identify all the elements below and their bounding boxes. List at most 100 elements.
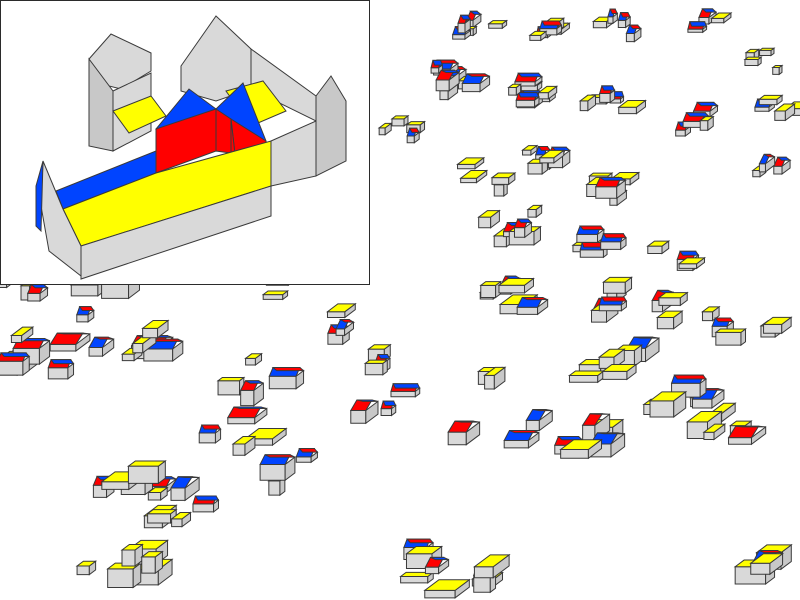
building-wall (147, 492, 162, 501)
building-wall (625, 15, 631, 29)
gable-roof (408, 127, 421, 133)
building-wall (609, 89, 616, 104)
gable-roof (601, 85, 616, 91)
gable-roof (597, 432, 625, 435)
gable-roof (356, 399, 379, 402)
gable-roof (382, 400, 397, 406)
gable-roof (609, 8, 619, 15)
gable-roof (689, 21, 708, 27)
building-wall (457, 22, 466, 34)
flat-roof (75, 560, 98, 567)
flat-roof (698, 116, 715, 122)
flat-roof (655, 310, 684, 318)
building-wall (171, 518, 183, 528)
flat-roof (363, 359, 389, 364)
flat-roof (762, 316, 793, 325)
building-wall (75, 332, 91, 353)
flat-roof (507, 83, 523, 88)
building-wall (268, 375, 297, 390)
building-wall (522, 149, 532, 156)
building-wall (142, 327, 159, 339)
flat-roof (244, 353, 264, 359)
building-wall (380, 408, 393, 417)
building-wall (772, 67, 780, 75)
gable-roof (701, 8, 718, 13)
building-wall (699, 377, 707, 399)
gable-roof (619, 12, 632, 18)
building-wall (527, 431, 540, 449)
flat-roof (526, 204, 544, 210)
building-wall (649, 400, 675, 418)
gable-roof (194, 495, 220, 501)
gable-roof (695, 101, 719, 107)
flat-roof (405, 121, 427, 126)
building-wall (781, 159, 791, 176)
building-wall (568, 374, 599, 383)
building-wall (617, 19, 627, 28)
gable-roof (517, 72, 544, 78)
building-wall (620, 95, 625, 104)
building-wall (38, 339, 51, 366)
flat-roof (390, 115, 410, 120)
flat-roof (490, 172, 517, 179)
building-wall (478, 216, 492, 229)
flat-roof (710, 12, 733, 19)
flat-roof (714, 328, 748, 333)
flat-roof (9, 326, 35, 337)
flat-roof (587, 172, 614, 177)
building-wall (232, 443, 246, 456)
flat-roof (404, 546, 444, 555)
building-wall (616, 179, 626, 200)
building-wall (702, 25, 708, 34)
gable-roof (264, 454, 296, 458)
gable-roof (338, 319, 356, 323)
building-wall (49, 343, 77, 352)
building-wall (473, 566, 494, 579)
gable-roof (377, 354, 391, 359)
building-wall (484, 374, 495, 390)
building-wall (699, 120, 709, 131)
building-wall (424, 589, 456, 599)
single-building-detail (35, 15, 347, 280)
flat-roof (146, 487, 169, 494)
building-wall (701, 311, 714, 322)
building-wall (461, 83, 481, 93)
flat-roof (141, 320, 170, 329)
gable-roof (405, 538, 435, 544)
building-wall (227, 417, 256, 425)
building-wall (534, 95, 540, 108)
building-wall (508, 86, 517, 96)
building-wall (472, 13, 482, 29)
building-wall (335, 328, 346, 336)
building-wall (607, 16, 614, 24)
building-wall (774, 110, 786, 121)
building-wall (268, 480, 281, 496)
building-wall (295, 369, 305, 390)
building-wall (121, 353, 135, 362)
building-wall (491, 177, 510, 185)
building-wall (682, 120, 703, 128)
gable-roof (233, 406, 267, 410)
flat-roof (702, 423, 727, 433)
building-wall (709, 104, 718, 118)
building-wall (539, 157, 555, 164)
flat-roof (366, 344, 392, 350)
building-wall (141, 556, 156, 574)
building-wall (599, 93, 611, 103)
flat-roof (578, 94, 597, 102)
building-wall (424, 566, 440, 575)
building-wall (538, 409, 553, 432)
flat-roof (216, 376, 246, 382)
flat-roof (597, 348, 626, 358)
flat-roof (757, 94, 784, 100)
building-wall (503, 439, 529, 449)
building-wall (527, 208, 537, 218)
gable-roof (78, 306, 95, 312)
flat-roof (743, 56, 763, 61)
gable-roof (578, 225, 605, 231)
building-wall (378, 127, 386, 136)
gable-roof (466, 73, 490, 77)
gable-roof (298, 447, 319, 453)
building-wall (217, 380, 241, 396)
building-wall (711, 17, 725, 24)
